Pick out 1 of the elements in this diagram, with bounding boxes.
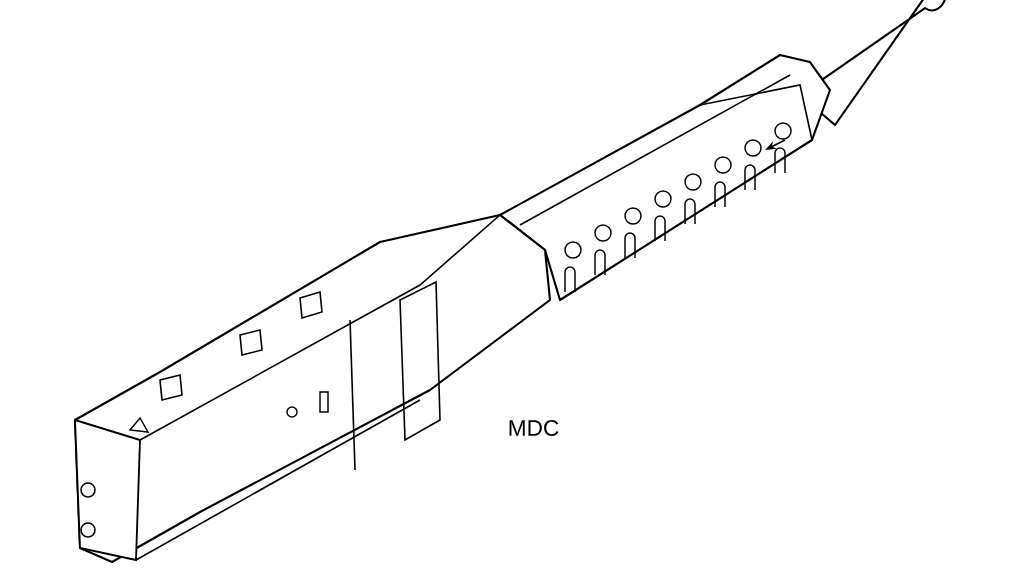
part-label: MDC bbox=[509, 420, 559, 437]
